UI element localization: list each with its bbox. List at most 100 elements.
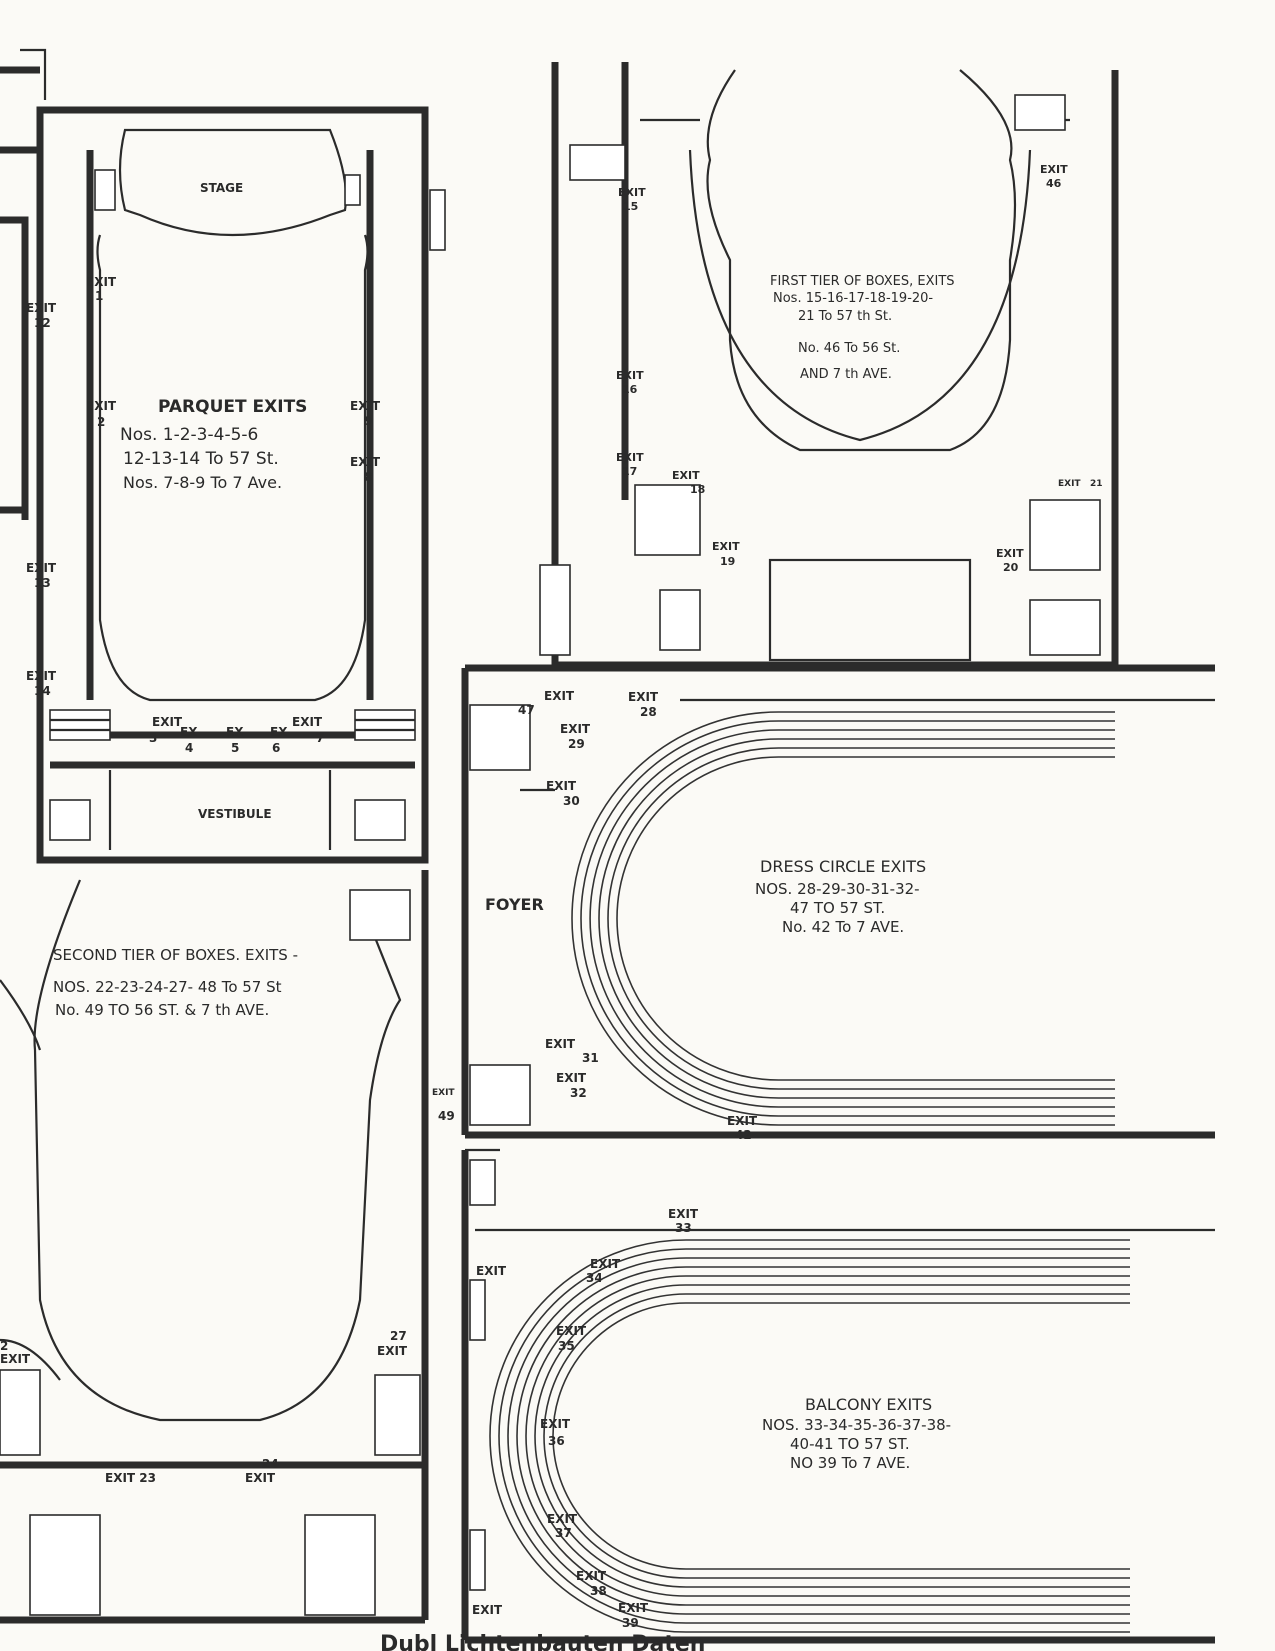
exit-20-word: EXIT [996, 547, 1024, 560]
parquet-section: STAGE VESTIBULE PARQUET EXITS Nos. 1-2-3… [0, 48, 446, 864]
exit-27-word: EXIT [377, 1344, 408, 1358]
exit-34-num: 34 [586, 1271, 603, 1285]
exit-14-word: EXIT [26, 669, 57, 683]
parquet-title: PARQUET EXITS [158, 397, 307, 417]
balcony-seating-row [552, 1302, 1130, 1570]
dress-circle-line-1: NOS. 28-29-30-31-32- [755, 880, 920, 898]
exit-39-word: EXIT [618, 1601, 649, 1615]
dress-circle-title: DRESS CIRCLE EXITS [760, 857, 926, 876]
second-tier-line-2: No. 49 TO 56 ST. & 7 th AVE. [55, 1001, 269, 1019]
parquet-line-3: Nos. 7-8-9 To 7 Ave. [123, 473, 282, 492]
exit-8-word: EXIT [350, 455, 381, 469]
first-tier-line-2: 21 To 57 th St. [798, 309, 892, 324]
dress-circle-seating-row [616, 756, 1115, 1081]
exit-29-word: EXIT [560, 722, 591, 736]
second-tier-stairs [0, 889, 421, 1616]
parquet-line-2: 12-13-14 To 57 St. [123, 449, 279, 469]
exit-49-num: 49 [438, 1109, 455, 1123]
exit-1-num: 1 [95, 289, 103, 303]
balcony-stairs [469, 1159, 496, 1591]
exit-30-word: EXIT [546, 779, 577, 793]
exit-32-word: EXIT [556, 1071, 587, 1085]
exit-28-num: 28 [640, 705, 657, 719]
exit-24-word: EXIT [245, 1471, 276, 1485]
exit-12-word: EXIT [26, 301, 57, 315]
exit-42-num: 42 [735, 1128, 752, 1142]
exit-29-num: 29 [568, 737, 585, 751]
balcony-seating-row [534, 1284, 1130, 1588]
exit-22-word: EXIT [0, 1352, 31, 1366]
parquet-stairs [49, 169, 446, 841]
dress-circle-section: FOYER DRESS CIRCLE EXITS NOS. 28-29-30-3… [461, 664, 1215, 1142]
parquet-line-1: Nos. 1-2-3-4-5-6 [120, 425, 258, 445]
exit-18-word: EXIT [672, 469, 700, 482]
exit-30-num: 30 [563, 794, 580, 808]
balcony-seating-row [525, 1275, 1130, 1597]
first-tier-section: FIRST TIER OF BOXES, EXITS Nos. 15-16-17… [539, 62, 1119, 669]
exit-21-word: EXIT [1058, 479, 1081, 489]
exit-37-num: 37 [555, 1526, 572, 1540]
exit-4-num: 4 [185, 741, 193, 755]
foyer-label: FOYER [485, 895, 544, 914]
exit-13-num: 13 [34, 576, 51, 590]
exit-37-word: EXIT [547, 1512, 578, 1526]
exit-47-word: EXIT [544, 689, 575, 703]
exit-16-word: EXIT [616, 369, 644, 382]
exit-1-word: EXIT [86, 275, 117, 289]
exit-6-num: 6 [272, 741, 280, 755]
exit-5-num: 5 [231, 741, 239, 755]
exit-31-num: 31 [582, 1051, 599, 1065]
dress-circle-line-3: No. 42 To 7 AVE. [782, 918, 904, 936]
stage-label: STAGE [200, 181, 243, 195]
exit-15-num: 15 [623, 200, 638, 213]
balcony-exit-upper: EXIT [476, 1264, 507, 1278]
exit-9-num: 9 [364, 414, 372, 428]
exit-4-word: EX [180, 725, 198, 739]
second-tier-section: SECOND TIER OF BOXES. EXITS - NOS. 22-23… [0, 870, 455, 1624]
exit-22-num: 2 [0, 1339, 8, 1353]
first-tier-stairs [539, 94, 1101, 662]
stage-outline [118, 128, 348, 237]
exit-16-num: 16 [622, 383, 638, 396]
balcony-seating-row [489, 1239, 1130, 1633]
exit-33-word: EXIT [668, 1207, 699, 1221]
exit-35-num: 35 [558, 1339, 575, 1353]
exit-8-num: 8 [364, 470, 372, 484]
exit-36-num: 36 [548, 1434, 565, 1448]
exit-12-num: 12 [34, 316, 51, 330]
exit-38-word: EXIT [576, 1569, 607, 1583]
exit-3-num: 3 [149, 731, 157, 745]
exit-6-word: EX [270, 725, 288, 739]
balcony-line-2: 40-41 TO 57 ST. [790, 1435, 910, 1453]
dress-circle-seating-row [589, 729, 1115, 1108]
dress-circle-line-2: 47 TO 57 ST. [790, 899, 885, 917]
exit-13-word: EXIT [26, 561, 57, 575]
exit-19-num: 19 [720, 555, 735, 568]
first-tier-title: FIRST TIER OF BOXES, EXITS [770, 274, 955, 289]
balcony-exit-lower: EXIT [472, 1603, 503, 1617]
first-tier-line-3: No. 46 To 56 St. [798, 341, 900, 356]
dress-circle-seating-row [571, 711, 1115, 1126]
exit-39-num: 39 [622, 1616, 639, 1630]
exit-46-word: EXIT [1040, 163, 1068, 176]
exit-9-word: EXIT [350, 399, 381, 413]
exit-15-word: EXIT [618, 186, 646, 199]
exit-42-word: EXIT [727, 1114, 758, 1128]
exit-20-num: 20 [1003, 561, 1019, 574]
dress-circle-seating-row [580, 720, 1115, 1117]
exit-33-num: 33 [675, 1221, 692, 1235]
balcony-seating-row [498, 1248, 1130, 1624]
balcony-line-3: NO 39 To 7 AVE. [790, 1454, 910, 1472]
balcony-seating-row [543, 1293, 1130, 1579]
second-tier-line-1: NOS. 22-23-24-27- 48 To 57 St [53, 978, 282, 996]
exit-36-word: EXIT [540, 1417, 571, 1431]
balcony-section: BALCONY EXITS NOS. 33-34-35-36-37-38- 40… [461, 1148, 1215, 1644]
exit-49-word: EXIT [432, 1088, 455, 1098]
exit-17-num: 17 [622, 465, 637, 478]
dress-circle-stairs [469, 704, 555, 1126]
balcony-seating-row [516, 1266, 1130, 1606]
exit-32-num: 32 [570, 1086, 587, 1100]
exit-34-word: EXIT [590, 1257, 621, 1271]
exit-18-num: 18 [690, 483, 705, 496]
